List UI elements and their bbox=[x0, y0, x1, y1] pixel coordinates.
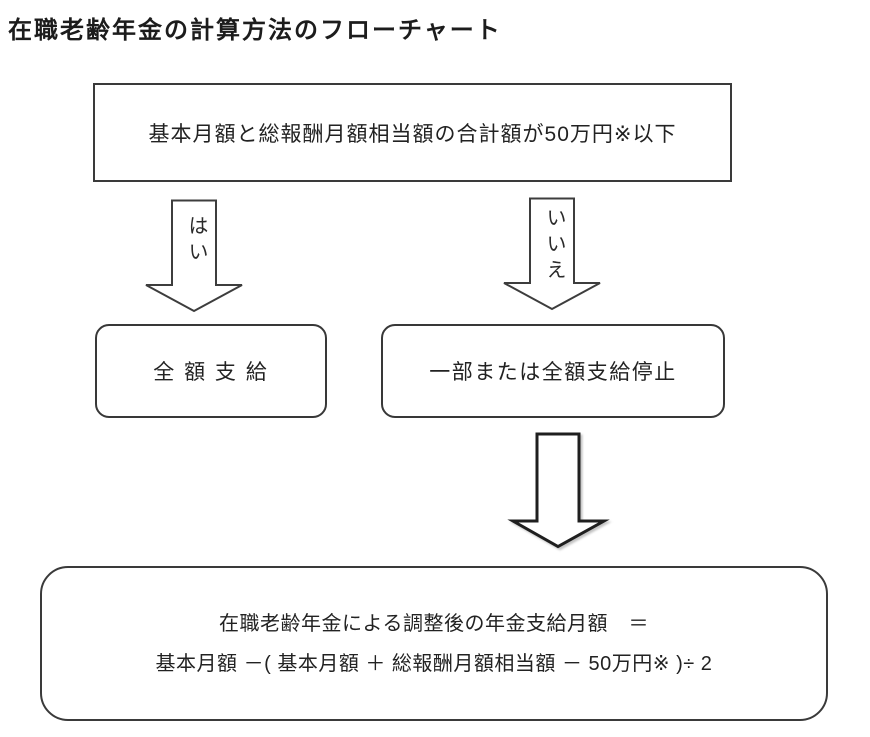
formula-line-1: 在職老齢年金による調整後の年金支給月額 ＝ bbox=[219, 612, 649, 635]
formula-line-2: 基本月額 －( 基本月額 ＋ 総報酬月額相当額 － 50万円※ )÷ 2 bbox=[155, 652, 713, 675]
full-payment-text: 全 額 支 給 bbox=[153, 361, 269, 384]
no-arrow-icon bbox=[503, 197, 601, 311]
formula-box: 在職老齢年金による調整後の年金支給月額 ＝ 基本月額 －( 基本月額 ＋ 総報酬… bbox=[40, 566, 828, 721]
no-arrow-label: いいえ bbox=[543, 207, 565, 285]
condition-text: 基本月額と総報酬月額相当額の合計額が50万円※以下 bbox=[148, 122, 677, 146]
partial-suspension-text: 一部または全額支給停止 bbox=[429, 361, 677, 384]
partial-suspension-box: 一部または全額支給停止 bbox=[381, 324, 725, 418]
yes-arrow-label: はい bbox=[185, 215, 207, 267]
yes-arrow-icon bbox=[145, 199, 243, 313]
down-arrow-icon bbox=[507, 432, 610, 549]
full-payment-box: 全 額 支 給 bbox=[95, 324, 327, 418]
condition-box: 基本月額と総報酬月額相当額の合計額が50万円※以下 bbox=[93, 83, 732, 182]
page-title: 在職老齢年金の計算方法のフローチャート bbox=[8, 17, 502, 44]
